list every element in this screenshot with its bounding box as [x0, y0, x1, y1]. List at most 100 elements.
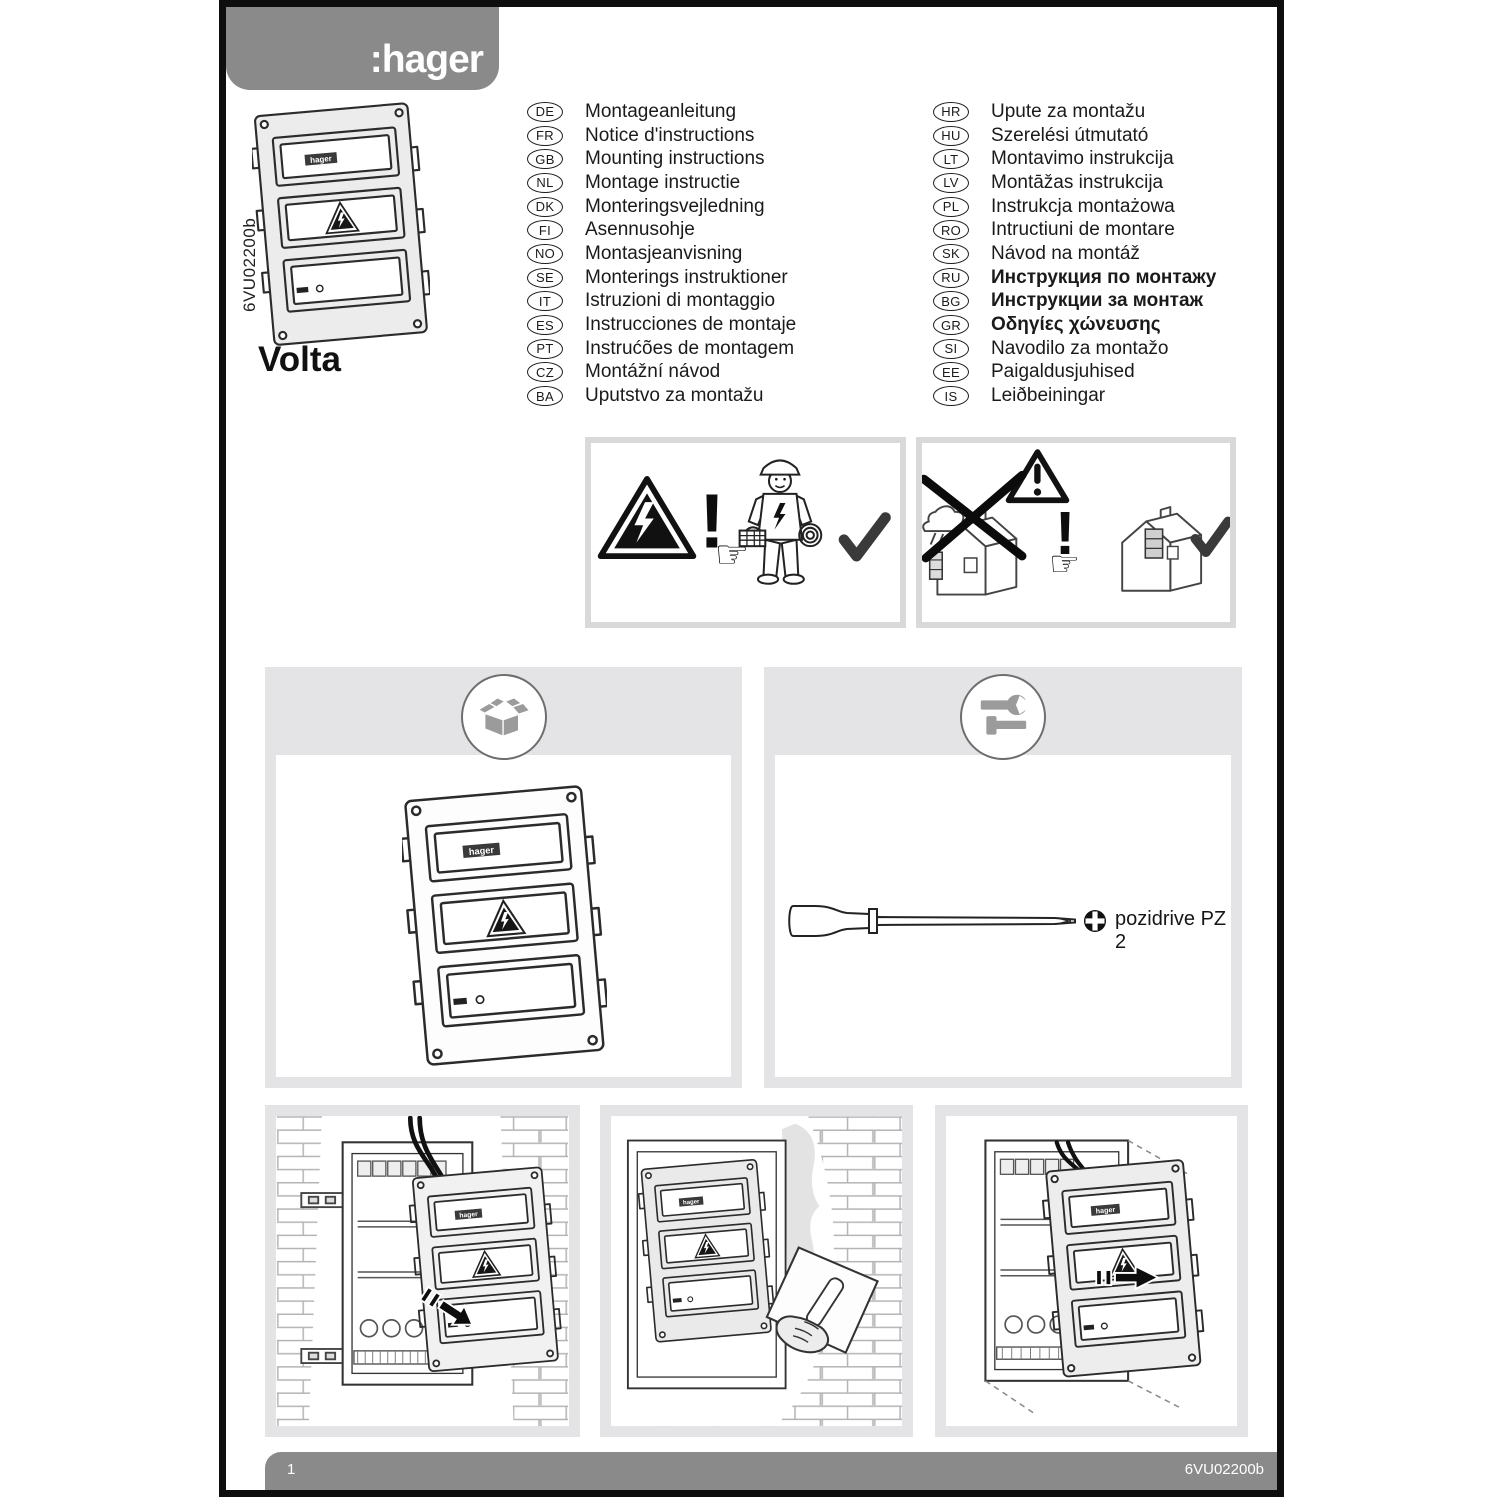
house-indoor-ok-icon — [1121, 506, 1203, 592]
language-row-hr: HR Upute za montažu — [933, 100, 1216, 124]
language-label: Leiðbeiningar — [991, 385, 1106, 407]
enclosure-cover-illustration — [401, 784, 607, 1067]
exclamation-icon: ! — [1055, 499, 1076, 568]
language-label: Инструкции за монтаж — [991, 290, 1204, 312]
remove-direction-arrow — [1095, 1264, 1161, 1291]
language-row-gb: GB Mounting instructions — [527, 147, 796, 171]
language-label: Mounting instructions — [585, 148, 765, 170]
language-code-badge: FI — [527, 220, 563, 241]
language-label: Monterings instruktioner — [585, 266, 788, 288]
language-code-badge: RU — [933, 267, 969, 288]
step-3-illustration — [984, 1139, 1208, 1416]
language-code-badge: LV — [933, 172, 969, 193]
pointing-hand-icon: ☞ — [1049, 544, 1080, 584]
language-label: Intructiuni de montare — [991, 219, 1175, 241]
language-code-badge: GB — [527, 149, 563, 170]
screwdriver-illustration — [788, 905, 1106, 937]
language-code-badge: HU — [933, 125, 969, 146]
step-2-illustration — [611, 1116, 902, 1426]
language-code-badge: FR — [527, 125, 563, 146]
screwdriver-type-label: pozidrive PZ 2 — [1115, 908, 1227, 953]
step-1-illustration — [276, 1116, 569, 1426]
language-row-fr: FR Notice d'instructions — [527, 124, 796, 148]
language-row-is: IS Leiðbeiningar — [933, 384, 1216, 408]
language-code-badge: SK — [933, 243, 969, 264]
language-label: Uputstvo za montažu — [585, 385, 764, 407]
language-code-badge: HR — [933, 101, 969, 122]
language-code-badge: DK — [527, 196, 563, 217]
language-label: Upute za montažu — [991, 100, 1146, 122]
language-code-badge: CZ — [527, 362, 563, 383]
language-label: Montavimo instrukcija — [991, 148, 1174, 170]
language-label: Instrukcja montażowa — [991, 195, 1175, 217]
hand-icon — [775, 1315, 829, 1354]
language-label: Asennusohje — [585, 219, 695, 241]
language-code-badge: LT — [933, 149, 969, 170]
language-code-badge: IS — [933, 386, 969, 407]
language-label: Istruzioni di montaggio — [585, 290, 776, 312]
document-code: 6VU02200b — [1184, 1461, 1264, 1478]
product-enclosure-illustration — [252, 101, 430, 347]
language-code-badge: RO — [933, 220, 969, 241]
language-label: Notice d'instructions — [585, 124, 755, 146]
language-row-si: SI Navodilo za montažo — [933, 337, 1216, 361]
product-reference-vertical: 6VU02200b — [240, 217, 259, 312]
language-code-badge: IT — [527, 291, 563, 312]
language-label: Montage instructie — [585, 171, 741, 193]
language-code-badge: BG — [933, 291, 969, 312]
language-label: Instrucciones de montaje — [585, 314, 797, 336]
language-code-badge: ES — [527, 315, 563, 336]
language-row-fi: FI Asennusohje — [527, 218, 796, 242]
wrench-hammer-icon — [980, 694, 1031, 735]
electric-hazard-pictogram: ! ☞ — [597, 459, 891, 585]
language-row-bg: BG Инструкции за монтаж — [933, 290, 1216, 314]
language-label: Navodilo za montažo — [991, 337, 1169, 359]
exclamation-icon: ! — [699, 478, 725, 564]
step-2-plastering — [600, 1105, 913, 1437]
language-label: Montasjeanvisning — [585, 242, 743, 264]
language-row-lt: LT Montavimo instrukcija — [933, 147, 1216, 171]
check-mark-icon — [838, 512, 891, 562]
electric-warning-triangle-icon — [597, 476, 697, 560]
language-label: Инструкция по монтажу — [991, 266, 1217, 288]
unboxing-icon-circle — [460, 674, 547, 760]
hager-logo: :hager — [369, 38, 484, 81]
step-1-mount-cover — [265, 1105, 580, 1437]
language-row-es: ES Instrucciones de montaje — [527, 313, 796, 337]
indoor-use-pictogram: ! ☞ — [922, 449, 1230, 596]
language-row-dk: DK Monteringsvejledning — [527, 195, 796, 219]
language-code-badge: PT — [527, 338, 563, 359]
house-outdoor-forbidden-icon — [922, 470, 1027, 596]
electrician-figure-icon — [738, 459, 823, 585]
language-label: Montageanleitung — [585, 100, 737, 122]
language-row-it: IT Istruzioni di montaggio — [527, 290, 796, 314]
language-label: Szerelési útmutató — [991, 124, 1149, 146]
language-label: Monteringsvejledning — [585, 195, 765, 217]
tools-icon-circle — [960, 674, 1046, 760]
check-mark-icon — [1190, 516, 1230, 558]
language-label: Paigaldusjuhised — [991, 361, 1135, 383]
panel-package-content — [265, 667, 742, 1088]
panel-required-tools: pozidrive PZ 2 — [764, 667, 1242, 1088]
language-code-badge: SI — [933, 338, 969, 359]
product-name: Volta — [258, 340, 341, 379]
brand-header-bar: :hager — [226, 7, 499, 90]
language-row-ro: RO Intructiuni de montare — [933, 218, 1216, 242]
language-row-se: SE Monterings instruktioner — [527, 266, 796, 290]
language-row-ru: RU Инструкция по монтажу — [933, 266, 1216, 290]
language-code-badge: SE — [527, 267, 563, 288]
footer-bar: 1 6VU02200b — [265, 1452, 1277, 1490]
